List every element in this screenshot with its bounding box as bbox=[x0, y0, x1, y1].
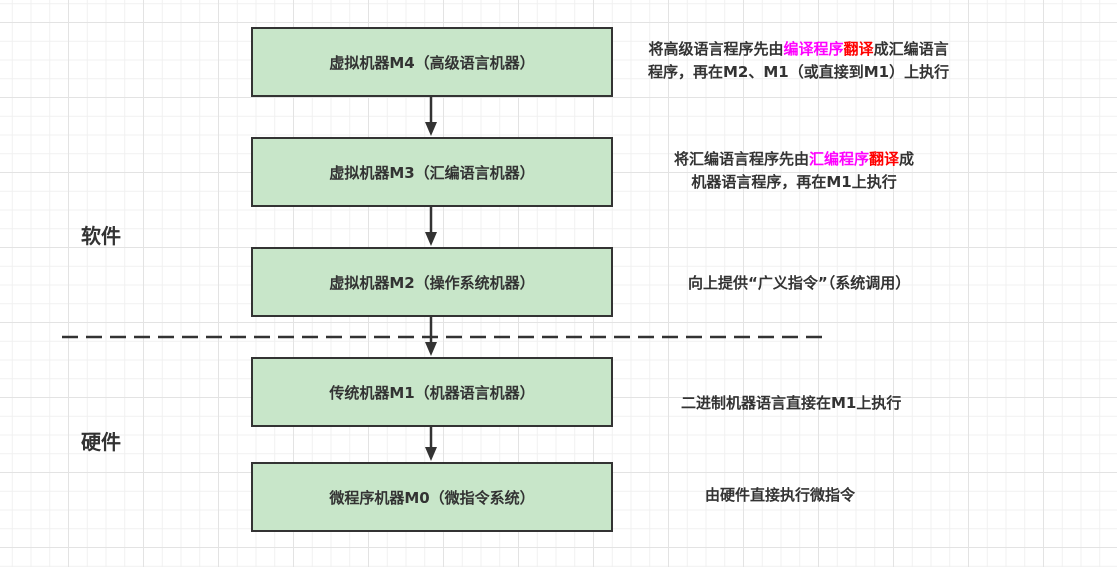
note-m2: 向上提供“广义指令”（系统调用） bbox=[688, 274, 911, 292]
machine-label-m0: 微程序机器M0（微指令系统） bbox=[329, 488, 535, 507]
note-text: 成汇编语言 bbox=[873, 40, 949, 58]
arrow-m3-m2 bbox=[425, 207, 437, 246]
highlight-compiler: 编译程序 bbox=[783, 40, 844, 58]
note-m3-line2: 机器语言程序，再在M1上执行 bbox=[691, 173, 897, 191]
note-m0: 由硬件直接执行微指令 bbox=[705, 486, 856, 504]
note-m4-line2: 程序，再在M2、M1（或直接到M1）上执行 bbox=[648, 63, 950, 81]
arrow-m4-m3 bbox=[425, 97, 437, 136]
highlight-translate: 翻译 bbox=[843, 40, 874, 58]
machine-box-m4: 虚拟机器M4（高级语言机器） bbox=[251, 27, 613, 97]
machine-box-m3: 虚拟机器M3（汇编语言机器） bbox=[251, 137, 613, 207]
hardware-layer-label: 硬件 bbox=[81, 430, 121, 454]
machine-box-m2: 虚拟机器M2（操作系统机器） bbox=[251, 247, 613, 317]
arrow-m1-m0 bbox=[425, 427, 437, 461]
note-text: 将汇编语言程序先由 bbox=[674, 150, 810, 168]
note-text: 成 bbox=[899, 150, 915, 168]
machine-label-m1: 传统机器M1（机器语言机器） bbox=[329, 383, 535, 402]
machine-label-m3: 虚拟机器M3（汇编语言机器） bbox=[329, 163, 535, 182]
arrow-m2-m1 bbox=[425, 317, 437, 356]
machine-label-m4: 虚拟机器M4（高级语言机器） bbox=[329, 53, 535, 72]
machine-box-m1: 传统机器M1（机器语言机器） bbox=[251, 357, 613, 427]
machine-label-m2: 虚拟机器M2（操作系统机器） bbox=[329, 273, 535, 292]
highlight-translate: 翻译 bbox=[869, 150, 900, 168]
note-m3-line1: 将汇编语言程序先由汇编程序翻译成 bbox=[674, 148, 914, 171]
note-m1: 二进制机器语言直接在M1上执行 bbox=[681, 394, 902, 412]
note-m4-line1: 将高级语言程序先由编译程序翻译成汇编语言 bbox=[648, 38, 949, 61]
machine-box-m0: 微程序机器M0（微指令系统） bbox=[251, 462, 613, 532]
note-text: 将高级语言程序先由 bbox=[648, 40, 784, 58]
note-m3: 将汇编语言程序先由汇编程序翻译成 机器语言程序，再在M1上执行 bbox=[674, 148, 914, 194]
software-layer-label: 软件 bbox=[81, 224, 121, 248]
highlight-assembler: 汇编程序 bbox=[809, 150, 870, 168]
note-m4: 将高级语言程序先由编译程序翻译成汇编语言 程序，再在M2、M1（或直接到M1）上… bbox=[648, 38, 949, 84]
